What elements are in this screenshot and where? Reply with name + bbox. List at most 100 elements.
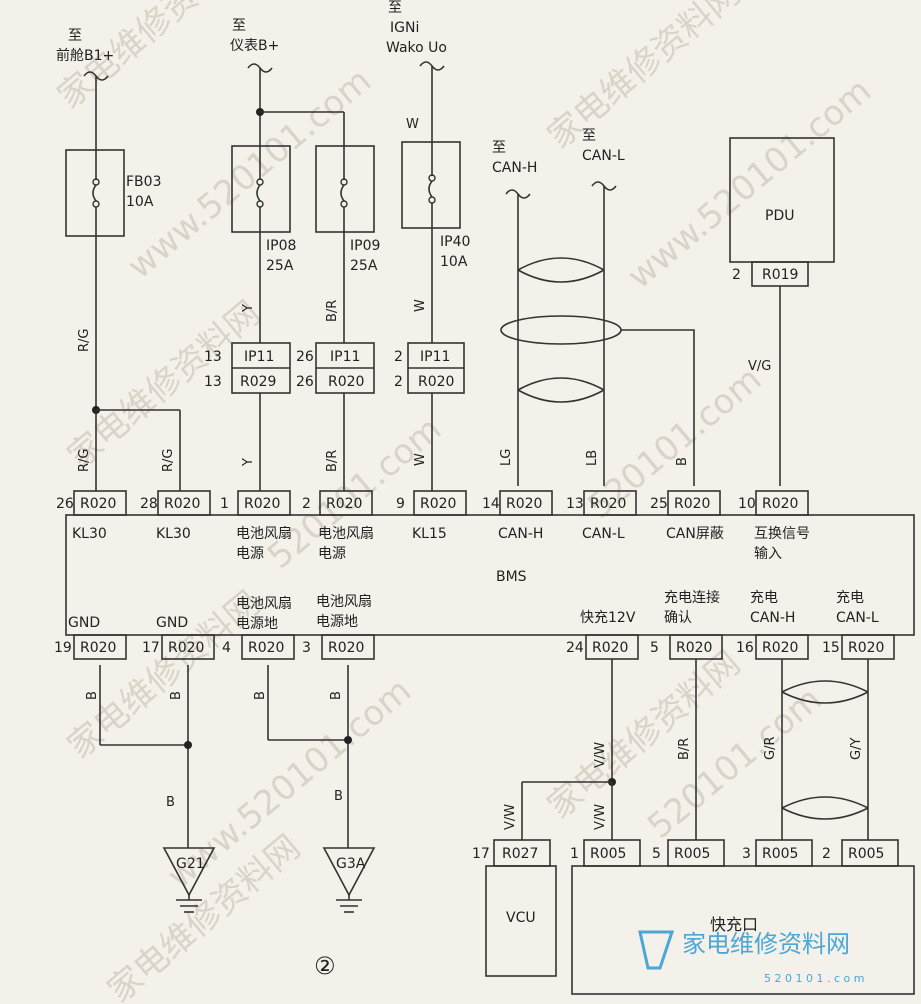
pin-function: 电池风扇 (318, 526, 374, 542)
connector-label: R020 (420, 496, 456, 512)
shield-icon (500, 315, 622, 345)
svg-text:W: W (406, 117, 419, 132)
pin-number: 14 (482, 496, 500, 512)
svg-text:至: 至 (232, 18, 246, 34)
svg-text:R029: R029 (240, 374, 276, 390)
svg-text:BMS: BMS (496, 569, 527, 585)
pin-function: 电池风扇 (236, 526, 292, 542)
svg-text:W: W (413, 299, 428, 312)
svg-text:2: 2 (732, 267, 741, 283)
quick-charge-12v-wiring: V/W V/W V/W (503, 659, 616, 840)
svg-text:17: 17 (472, 846, 490, 862)
svg-text:www.520101.com: www.520101.com (620, 71, 879, 297)
fuse-fb03: FB03 10A (65, 76, 161, 410)
svg-text:W: W (413, 453, 428, 466)
pin-function: 输入 (754, 546, 782, 562)
connector-label: R020 (328, 640, 364, 656)
svg-text:25A: 25A (350, 258, 378, 274)
pin-number: 13 (566, 496, 584, 512)
connector-label: R020 (762, 640, 798, 656)
svg-text:2: 2 (394, 349, 403, 365)
fuse-ip09: IP09 25A (315, 112, 380, 343)
pin-function: 电池风扇 (236, 596, 292, 612)
connector-label: R020 (676, 640, 712, 656)
svg-text:5: 5 (652, 846, 661, 862)
connector-label: R020 (168, 640, 204, 656)
bms-bottom-pin: R020 15 充电 CAN-L (822, 590, 895, 660)
ground-g3a: G3A (322, 847, 376, 913)
pin-function: 快充12V (580, 610, 636, 626)
svg-text:B: B (334, 789, 343, 804)
svg-text:IP11: IP11 (330, 349, 360, 365)
svg-text:B: B (329, 691, 344, 700)
pdu-module: PDU R019 2 (729, 137, 835, 486)
pin-number: 25 (650, 496, 668, 512)
pin-function: KL30 (156, 526, 191, 542)
svg-text:B/R: B/R (325, 300, 340, 322)
svg-text:CAN-L: CAN-L (582, 148, 625, 164)
svg-text:IP11: IP11 (244, 349, 274, 365)
pin-number: 10 (738, 496, 756, 512)
pin-function: 充电连接 (664, 589, 720, 606)
svg-text:R005: R005 (590, 846, 626, 862)
junction-dot (344, 736, 352, 744)
pin-number: 15 (822, 640, 840, 656)
connector-label: R020 (248, 640, 284, 656)
pin-function: CAN-L (582, 526, 625, 542)
pin-function: 充电 (836, 590, 864, 606)
pin-function: KL30 (72, 526, 107, 542)
svg-text:Wako Uo: Wako Uo (386, 40, 447, 56)
source-instrument-b: 至 仪表B+ (230, 18, 279, 73)
svg-text:至: 至 (492, 140, 506, 156)
connector-label: R020 (592, 640, 628, 656)
svg-text:B/R: B/R (677, 738, 692, 760)
connector-label: R020 (164, 496, 200, 512)
pin-number: 17 (142, 640, 160, 656)
svg-text:B: B (85, 691, 100, 700)
svg-text:B: B (675, 457, 690, 466)
bms-module: BMS (65, 514, 915, 636)
svg-text:V/G: V/G (748, 359, 771, 374)
svg-text:B/R: B/R (325, 450, 340, 472)
charge-connect-wiring: B/R (677, 659, 697, 840)
source-can-l: 至 CAN-L (582, 128, 625, 191)
connector-label: R020 (848, 640, 884, 656)
pin-number: 5 (650, 640, 659, 656)
svg-text:仪表B+: 仪表B+ (230, 38, 279, 54)
svg-text:LB: LB (585, 450, 600, 466)
svg-text:IGNi: IGNi (390, 20, 419, 36)
pin-function: CAN-L (836, 610, 879, 626)
svg-text:至: 至 (388, 0, 402, 16)
connector-label: R020 (80, 640, 116, 656)
svg-text:R020: R020 (328, 374, 364, 390)
charge-can-wiring: G/R G/Y (763, 659, 869, 840)
svg-text:Y: Y (241, 304, 256, 313)
wire-color-labels-top: R/G R/G R/G Y Y B/R B/R W W W LG LB B V/… (77, 117, 771, 472)
svg-text:IP09: IP09 (350, 238, 380, 254)
connector-label: R020 (80, 496, 116, 512)
pin-number: 28 (140, 496, 158, 512)
svg-text:R020: R020 (418, 374, 454, 390)
fuse-ip40: IP40 10A (401, 66, 470, 343)
svg-text:3: 3 (742, 846, 751, 862)
source-ign: 至 IGNi Wako Uo (386, 0, 447, 71)
pin-function: 互换信号 (754, 525, 810, 542)
twisted-pair-icon (517, 377, 605, 403)
svg-text:10A: 10A (126, 194, 154, 210)
svg-text:FB03: FB03 (126, 174, 161, 190)
svg-text:CAN-H: CAN-H (492, 160, 537, 176)
svg-text:26: 26 (296, 349, 314, 365)
ground-g21: G21 (162, 847, 216, 913)
svg-text:IP08: IP08 (266, 238, 296, 254)
